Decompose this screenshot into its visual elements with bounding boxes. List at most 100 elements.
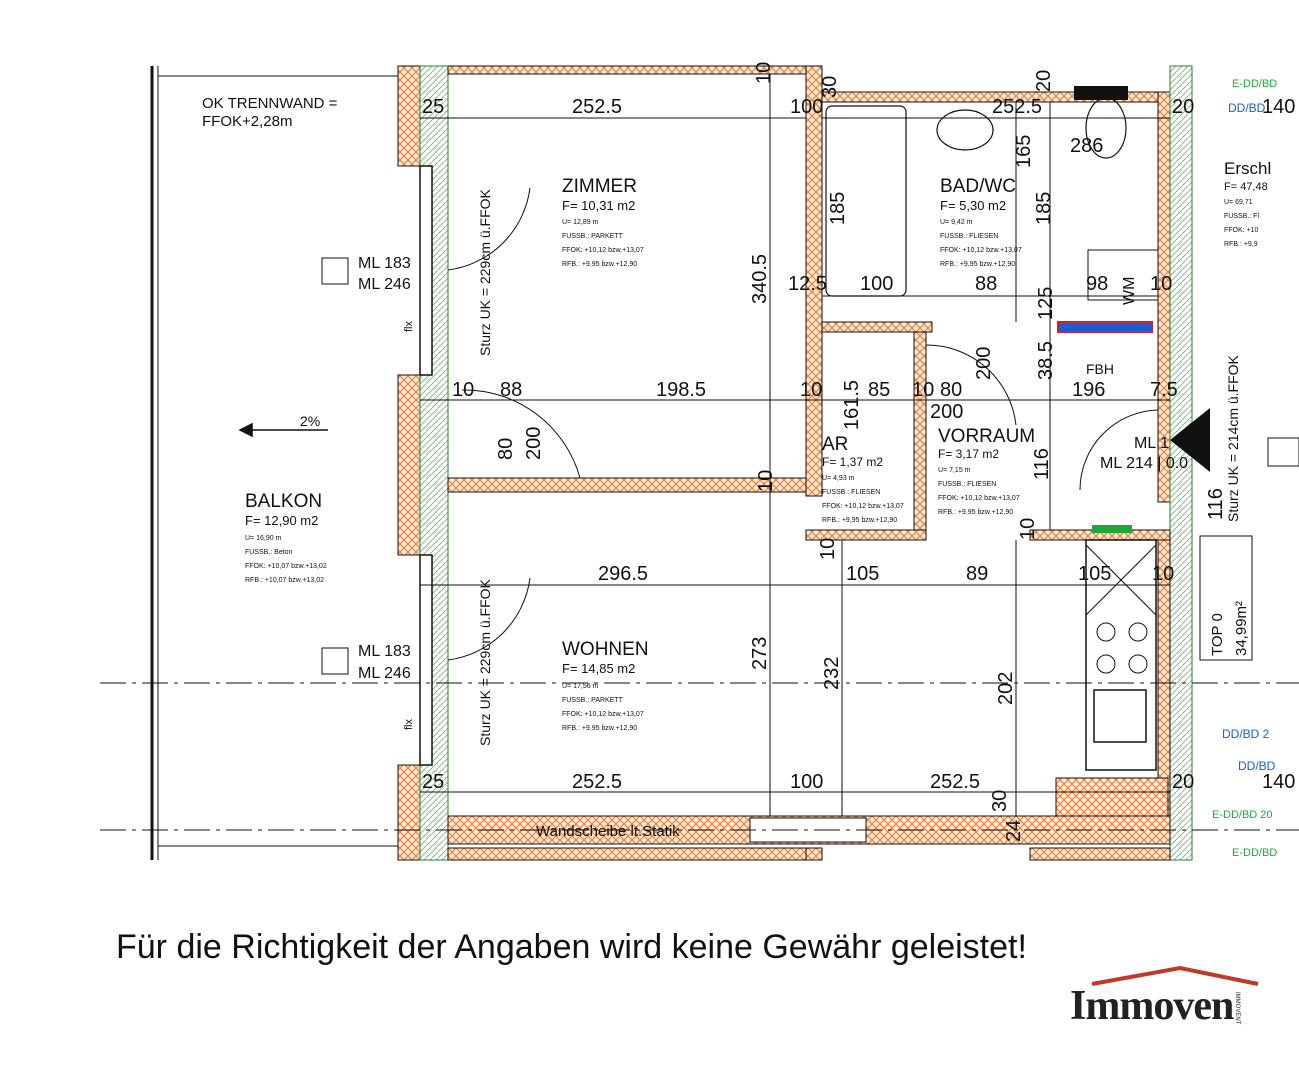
dim-mv-5: 200 bbox=[973, 347, 995, 380]
wall-left bbox=[397, 65, 421, 167]
room-ar-rfb: RFB.: +9,95 bzw.+12,90 bbox=[822, 517, 897, 524]
balcony-name: BALKON bbox=[245, 491, 322, 512]
dim-low-5: 105 bbox=[1078, 563, 1111, 585]
wall-below bbox=[447, 847, 807, 861]
room-erschl-floor: FUSSB.: Fl bbox=[1224, 213, 1259, 220]
hob-ring-3 bbox=[1096, 654, 1116, 674]
dim-top-5: 20 bbox=[1172, 96, 1194, 118]
hob-ring-4 bbox=[1128, 654, 1148, 674]
room-erschl-rfb: RFB.: +9,9 bbox=[1224, 241, 1258, 248]
header-note-1: OK TRENNWAND = bbox=[202, 95, 338, 112]
header-note-2: FFOK+2,28m bbox=[202, 113, 292, 130]
wall-kitchen-corner bbox=[1055, 777, 1169, 819]
wall-label: Wandscheibe lt.Statik bbox=[536, 823, 680, 840]
dim-bot-1: 25 bbox=[422, 771, 444, 793]
dim-bath-3: 185 bbox=[1033, 192, 1055, 225]
edd-6: E-DD/BD bbox=[1232, 847, 1277, 859]
window-top bbox=[419, 165, 433, 376]
dim-lv-3: 202 bbox=[995, 672, 1017, 705]
dim-mv-10: 125 bbox=[1035, 287, 1057, 320]
top-label-2: 34,99m² bbox=[1233, 601, 1250, 656]
room-zimmer-name: ZIMMER bbox=[562, 176, 637, 197]
balcony-area: F= 12,90 m2 bbox=[245, 513, 318, 528]
dim-bot-7: 30 bbox=[989, 790, 1011, 812]
room-zimmer-floor: FUSSB.: PARKETT bbox=[562, 233, 624, 240]
wall-bath-bottom bbox=[821, 321, 933, 333]
window-bottom-ml2: ML 246 bbox=[358, 665, 411, 682]
dim-mv-9: 10 bbox=[1017, 518, 1039, 540]
room-zimmer-ffok: FFOK: +10,12 bzw.+13,07 bbox=[562, 247, 644, 254]
dim-bath-11: 30 bbox=[819, 76, 841, 98]
dim-bath-4: 12.5 bbox=[788, 273, 827, 295]
dim-mid-6: 10 bbox=[912, 379, 934, 401]
dim-bath-1: 286 bbox=[1070, 135, 1103, 157]
balcony-rfb: RFB.: +10,07 bzw.+13,02 bbox=[245, 577, 324, 584]
dim-top-2: 252.5 bbox=[572, 96, 622, 118]
room-vorraum-u: U= 7,15 m bbox=[938, 467, 971, 474]
dim-mid-5: 85 bbox=[868, 379, 890, 401]
room-erschl-ffok: FFOK: +10 bbox=[1224, 227, 1259, 234]
wall-top-right bbox=[805, 65, 823, 497]
room-vorraum-rfb: RFB.: +9,95 bzw.+12,90 bbox=[938, 509, 1013, 516]
window-marker-top bbox=[321, 257, 349, 285]
dimension-lines bbox=[420, 74, 1170, 816]
logo-vertical-text: IMMOVENT bbox=[1234, 992, 1240, 1025]
dim-bot-6: 140 bbox=[1262, 771, 1295, 793]
room-erschl-area: F= 47,48 bbox=[1224, 181, 1268, 193]
dim-lv-5: 10 bbox=[755, 470, 777, 492]
wall-zimmer-wohnen bbox=[447, 477, 807, 493]
wall-below-2 bbox=[805, 847, 823, 861]
floor-plan: OK TRENNWAND = FFOK+2,28m 2% BALKON F= 1… bbox=[100, 62, 1299, 861]
balcony-ffok: FFOK: +10,07 bzw.+13,02 bbox=[245, 563, 327, 570]
dim-bot-8: 24 bbox=[1003, 820, 1025, 842]
dim-mid-3: 198.5 bbox=[656, 379, 706, 401]
door-swings bbox=[447, 187, 1159, 661]
hob-ring-1 bbox=[1096, 622, 1116, 642]
wall-left-mid bbox=[397, 374, 421, 556]
room-ar-area: F= 1,37 m2 bbox=[822, 455, 883, 469]
slope-arrow-icon bbox=[238, 422, 328, 438]
flx-bottom: flx bbox=[403, 719, 415, 731]
balcony-slope: 2% bbox=[300, 413, 320, 429]
room-bad-area: F= 5,30 m2 bbox=[940, 198, 1006, 213]
dim-bot-2: 252.5 bbox=[572, 771, 622, 793]
dim-low-2: 10 bbox=[817, 538, 839, 560]
room-bad-name: BAD/WC bbox=[940, 176, 1016, 197]
dim-lv-4: 340.5 bbox=[749, 254, 771, 304]
wall-below-3 bbox=[1029, 847, 1171, 861]
washing-machine bbox=[1087, 249, 1159, 301]
dim-top-1: 25 bbox=[422, 96, 444, 118]
logo-roof-icon bbox=[1091, 966, 1259, 986]
dim-mv-6: 38.5 bbox=[1035, 341, 1057, 380]
dim-mid-8: 196 bbox=[1072, 379, 1105, 401]
room-ar-ffok: FFOK: +10,12 bzw.+13,07 bbox=[822, 503, 904, 510]
dim-mid-1: 10 bbox=[452, 379, 474, 401]
wall-right-green bbox=[1169, 65, 1193, 861]
room-ar-name: AR bbox=[822, 434, 848, 455]
logo-text: Immoven bbox=[1070, 983, 1234, 1029]
dim-bath-8: 10 bbox=[1150, 273, 1172, 295]
top-box bbox=[1199, 535, 1253, 661]
room-zimmer-u: U= 12,89 m bbox=[562, 219, 599, 226]
dim-bot-4: 252.5 bbox=[930, 771, 980, 793]
room-vorraum-ffok: FFOK: +10,12 bzw.+13,07 bbox=[938, 495, 1020, 502]
edd-1: E-DD/BD bbox=[1232, 78, 1277, 90]
dim-mv-3: 161.5 bbox=[841, 380, 863, 430]
oven bbox=[1093, 689, 1147, 743]
top-label-1: TOP 0 bbox=[1209, 613, 1226, 656]
room-wohnen-u: U= 17,56 m bbox=[562, 683, 599, 690]
kitchen-sink-cross bbox=[1085, 544, 1157, 616]
ml-door-2: ML 214 | 0.0 bbox=[1100, 455, 1188, 472]
kitchen-counter bbox=[1085, 539, 1157, 771]
dim-low-6: 10 bbox=[1152, 563, 1174, 585]
balcony-floor: FUSSB.: Beton bbox=[245, 549, 293, 556]
dim-bot-3: 100 bbox=[790, 771, 823, 793]
washbasin bbox=[936, 109, 994, 151]
wm-label: WM bbox=[1121, 277, 1138, 305]
green-fixture bbox=[1092, 525, 1132, 533]
wall-ar-bottom bbox=[805, 529, 927, 541]
window-bottom-ml1: ML 183 bbox=[358, 643, 411, 660]
dim-top-4: 252.5 bbox=[992, 96, 1042, 118]
window-top-ml1: ML 183 bbox=[358, 255, 411, 272]
window-bottom bbox=[419, 554, 433, 766]
